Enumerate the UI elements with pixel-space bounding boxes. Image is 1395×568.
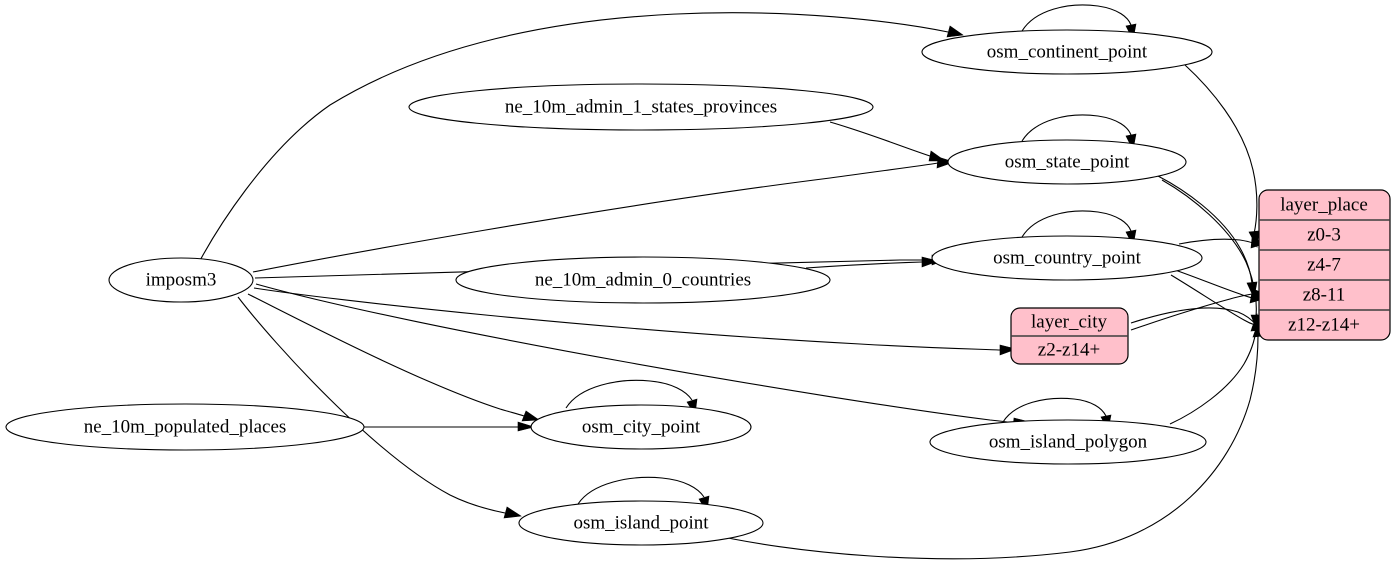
node-imposm3-label: imposm3 bbox=[146, 269, 217, 290]
edge-layer bbox=[196, 4, 1271, 560]
node-ne_10m_admin_1_states_provinces-label: ne_10m_admin_1_states_provinces bbox=[505, 96, 777, 117]
record-layer_place-title: layer_place bbox=[1280, 194, 1368, 215]
edge-osm_continent_point-to-layer_place-z0-3 bbox=[1184, 64, 1260, 248]
node-osm_island_point-label: osm_island_point bbox=[573, 512, 709, 533]
node-ne_10m_populated_places-label: ne_10m_populated_places bbox=[84, 416, 287, 437]
node-osm_continent_point-label: osm_continent_point bbox=[987, 41, 1148, 62]
edge-imposm3-to-osm_state_point bbox=[252, 156, 955, 273]
node-osm_continent_point[interactable]: osm_continent_point bbox=[921, 29, 1213, 75]
edge-ne_populated-to-osm_city_point bbox=[364, 421, 536, 432]
record-layer_place-row-z8-11[interactable]: z8-11 bbox=[1303, 284, 1346, 305]
edge-layer_city-to-layer_place-z8-11 bbox=[1130, 288, 1269, 331]
edge-ne_states-to-osm_state_point bbox=[829, 121, 946, 162]
record-layer_place-row-z4-7[interactable]: z4-7 bbox=[1307, 254, 1341, 275]
node-osm_island_polygon[interactable]: osm_island_polygon bbox=[929, 419, 1207, 465]
record-layer_place-row-z0-3[interactable]: z0-3 bbox=[1307, 224, 1341, 245]
record-layer_city[interactable]: layer_city z2-z14+ bbox=[1010, 307, 1129, 365]
node-osm_country_point[interactable]: osm_country_point bbox=[931, 235, 1203, 281]
node-osm_city_point-label: osm_city_point bbox=[582, 416, 701, 437]
edge-imposm3-to-osm_city_point bbox=[247, 293, 540, 422]
node-osm_state_point[interactable]: osm_state_point bbox=[947, 139, 1187, 185]
node-ne_10m_admin_1_states_provinces[interactable]: ne_10m_admin_1_states_provinces bbox=[408, 83, 874, 131]
node-ne_10m_admin_0_countries[interactable]: ne_10m_admin_0_countries bbox=[455, 256, 831, 304]
record-layer_city-row-z2[interactable]: z2-z14+ bbox=[1038, 339, 1100, 360]
node-osm_island_polygon-label: osm_island_polygon bbox=[989, 431, 1148, 452]
node-ne_10m_admin_0_countries-label: ne_10m_admin_0_countries bbox=[535, 269, 751, 290]
edge-osm_country_point-to-layer_place-z4-7 bbox=[1178, 237, 1268, 249]
node-imposm3[interactable]: imposm3 bbox=[108, 257, 254, 303]
edge-imposm3-to-layer_city bbox=[253, 287, 1018, 356]
node-osm_country_point-label: osm_country_point bbox=[993, 247, 1141, 268]
edge-layer_city-to-layer_place-z12 bbox=[1130, 307, 1270, 329]
record-layer_city-title: layer_city bbox=[1031, 311, 1107, 332]
node-osm_state_point-label: osm_state_point bbox=[1005, 151, 1130, 172]
node-ne_10m_populated_places[interactable]: ne_10m_populated_places bbox=[5, 403, 365, 451]
edge-imposm3-to-osm_continent_point bbox=[196, 12, 964, 267]
record-layer_place-row-z12-z14[interactable]: z12-z14+ bbox=[1288, 314, 1360, 335]
node-osm_island_point[interactable]: osm_island_point bbox=[518, 500, 764, 546]
edge-ne_countries-to-osm_country_point bbox=[805, 256, 940, 269]
edge-imposm3-to-osm_island_point bbox=[237, 296, 522, 519]
node-layer: imposm3 ne_10m_populated_places ne_10m_a… bbox=[5, 29, 1391, 546]
node-osm_city_point[interactable]: osm_city_point bbox=[530, 404, 752, 450]
record-layer_place[interactable]: layer_place z0-3 z4-7 z8-11 z12-z14+ bbox=[1258, 189, 1391, 341]
edge-osm_state_point-to-layer_place-z8-11 bbox=[1157, 175, 1258, 299]
